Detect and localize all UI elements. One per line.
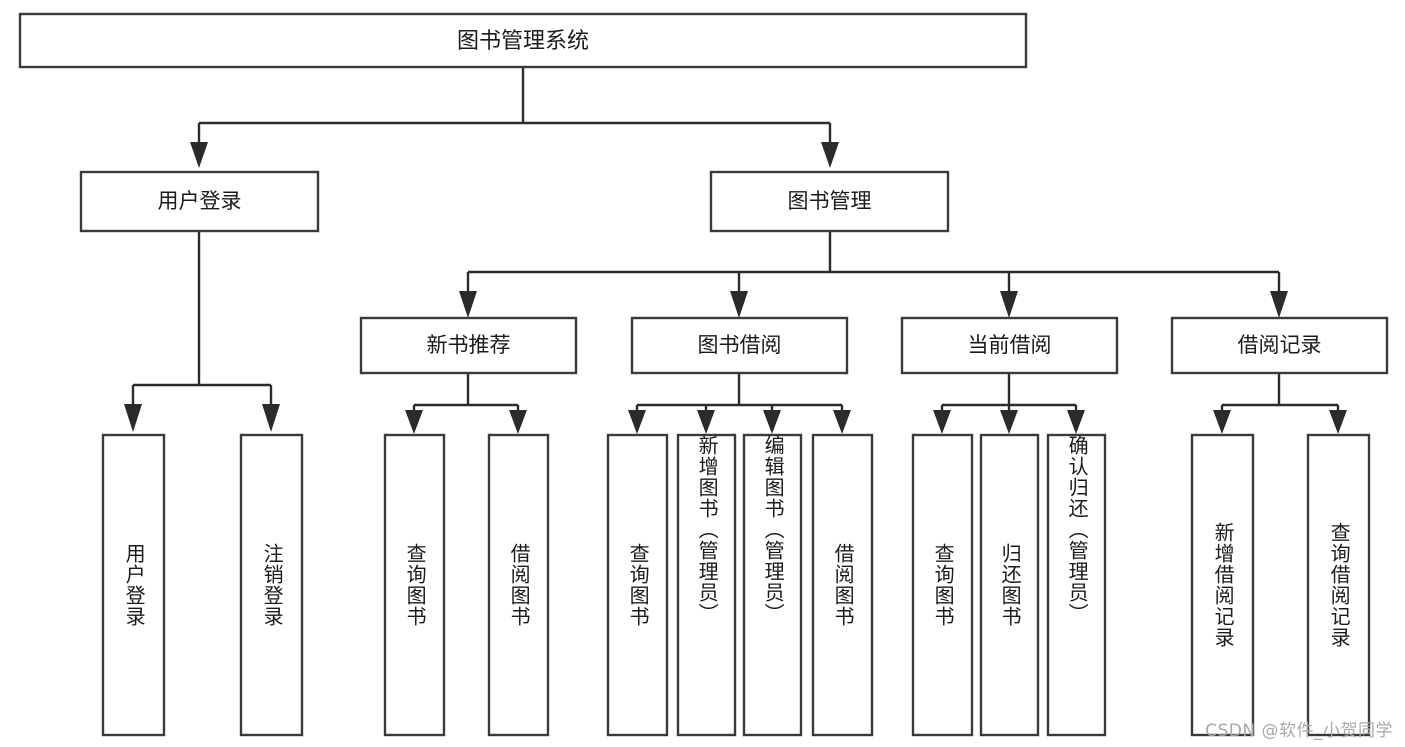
node-leaf-return-book-rect[interactable]	[979, 433, 1040, 737]
node-leaf-query-record-rect[interactable]	[1306, 433, 1371, 737]
node-new-book-recommend-rect[interactable]	[359, 316, 578, 375]
node-current-borrow[interactable]: 当前借阅	[900, 316, 1119, 375]
connectors-new-book-recommend-to-leaves	[405, 373, 527, 434]
node-leaf-borrow-book-2-rect[interactable]	[811, 433, 874, 737]
node-user-login-rect[interactable]	[79, 170, 320, 233]
node-leaf-borrow-book-1-rect[interactable]	[487, 433, 550, 737]
arrow-head-leaf-confirm-return	[1067, 410, 1085, 434]
node-book-manage-rect[interactable]	[709, 170, 950, 233]
arrow-head-current-borrow	[1000, 291, 1018, 318]
connectors-current-borrow-to-leaves	[933, 373, 1085, 434]
arrow-head-new-book-recommend	[459, 291, 477, 318]
connectors-user-login-to-leaves	[124, 231, 280, 432]
node-leaf-user-login-rect[interactable]	[101, 433, 166, 737]
arrow-head-leaf-query-book-3	[933, 410, 951, 434]
arrow-head-user-login	[190, 142, 208, 168]
node-new-book-recommend-label: 新书推荐	[427, 333, 511, 357]
arrow-head-leaf-add-book	[697, 410, 715, 434]
arrow-head-leaf-user-logout	[262, 404, 280, 432]
node-user-login[interactable]: 用户登录	[79, 170, 320, 233]
node-borrow-record-rect[interactable]	[1170, 316, 1389, 375]
arrow-head-leaf-edit-book	[763, 410, 781, 434]
arrow-head-leaf-borrow-book-1	[509, 410, 527, 434]
arrow-head-leaf-borrow-book-2	[833, 410, 851, 434]
node-leaf-query-book-1-rect[interactable]	[383, 433, 446, 737]
node-leaf-add-book-rect[interactable]	[676, 433, 737, 737]
node-leaf-edit-book-rect[interactable]	[742, 433, 803, 737]
arrow-head-leaf-query-book-2	[628, 410, 646, 434]
node-user-login-label: 用户登录	[158, 189, 242, 213]
node-root-rect[interactable]	[18, 12, 1028, 69]
node-new-book-recommend[interactable]: 新书推荐	[359, 316, 578, 375]
node-current-borrow-rect[interactable]	[900, 316, 1119, 375]
arrow-head-leaf-query-book-1	[405, 410, 423, 434]
node-book-borrow[interactable]: 图书借阅	[630, 316, 849, 375]
node-book-borrow-label: 图书借阅	[698, 333, 782, 357]
arrow-head-borrow-record	[1270, 291, 1288, 318]
node-root[interactable]: 图书管理系统	[18, 12, 1028, 69]
connectors-root-to-level2	[190, 67, 839, 168]
node-borrow-record-label: 借阅记录	[1238, 333, 1322, 357]
arrow-head-leaf-return-book	[1000, 410, 1018, 434]
arrow-head-leaf-query-record	[1329, 410, 1347, 434]
node-book-manage-label: 图书管理	[788, 189, 872, 213]
arrow-head-leaf-add-record	[1213, 410, 1231, 434]
node-leaf-query-book-3-rect[interactable]	[911, 433, 974, 737]
connectors-borrow-record-to-leaves	[1213, 373, 1347, 434]
arrow-head-book-manage	[821, 142, 839, 168]
watermark: CSDN @软件_小贺同学	[1205, 721, 1393, 741]
node-leaf-confirm-return-rect[interactable]	[1046, 433, 1107, 737]
arrow-head-book-borrow	[730, 291, 748, 318]
arrow-head-leaf-user-login	[124, 404, 142, 432]
connectors-book-borrow-to-leaves	[628, 373, 851, 434]
node-leaf-user-logout-rect[interactable]	[239, 433, 304, 737]
node-root-label: 图书管理系统	[457, 29, 589, 54]
node-book-manage[interactable]: 图书管理	[709, 170, 950, 233]
node-current-borrow-label: 当前借阅	[968, 333, 1052, 357]
node-borrow-record[interactable]: 借阅记录	[1170, 316, 1389, 375]
node-leaf-query-book-2-rect[interactable]	[606, 433, 669, 737]
node-leaf-add-record-rect[interactable]	[1190, 433, 1255, 737]
node-book-borrow-rect[interactable]	[630, 316, 849, 375]
connectors-book-manage-to-level3	[459, 231, 1288, 318]
